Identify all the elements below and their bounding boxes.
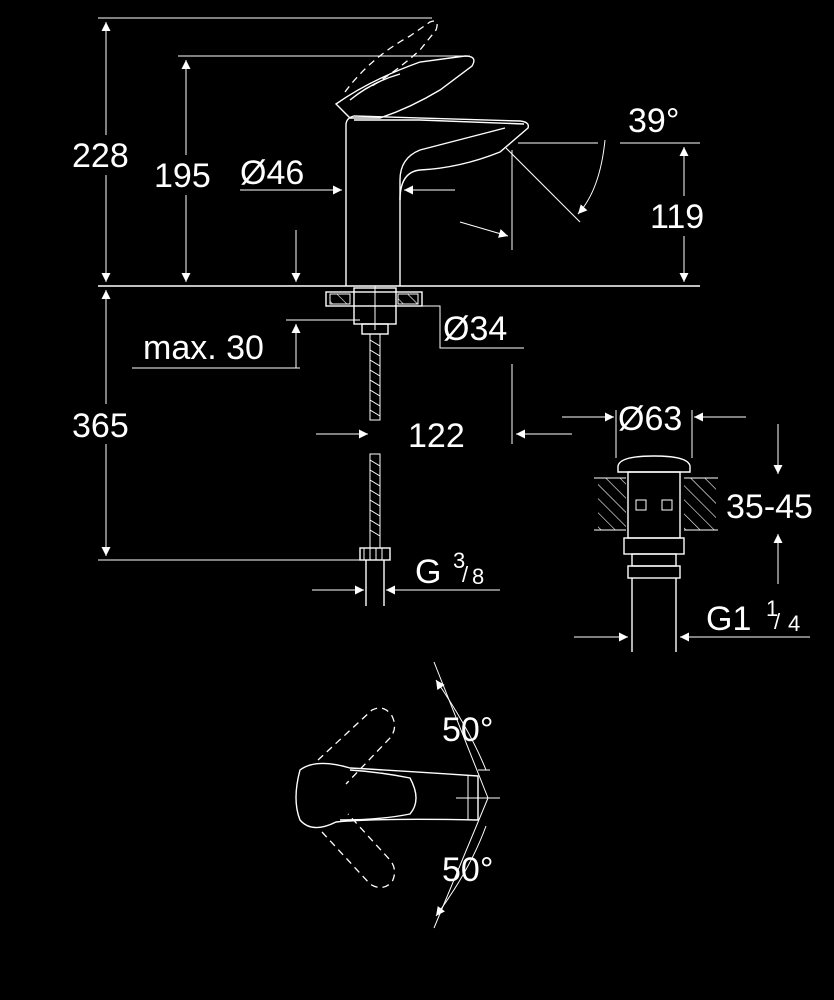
label-228: 228 <box>72 137 129 175</box>
fraction-slash: / <box>462 562 469 587</box>
dimension-195: 195 <box>150 55 470 282</box>
dimension-mount-hole: Ø34 <box>422 305 524 349</box>
dimension-122: 122 <box>316 364 572 455</box>
waste-valve <box>594 455 718 652</box>
label-50-deg-bottom: 50° <box>442 851 493 889</box>
dimension-365: 365 <box>68 290 362 561</box>
label-122: 122 <box>408 417 465 455</box>
label-d63: Ø63 <box>618 400 682 438</box>
label-d46: Ø46 <box>240 154 304 192</box>
fraction-slash-2: / <box>774 609 781 634</box>
dimension-max-30: max. 30 <box>132 230 360 369</box>
label-d34: Ø34 <box>443 310 507 348</box>
label-g: G <box>415 553 441 591</box>
dimension-228: 228 <box>68 17 432 282</box>
label-g-den: 8 <box>472 564 484 589</box>
dimension-body-diameter: Ø46 <box>240 154 455 195</box>
dimension-connection: G 3 / 8 <box>312 548 500 595</box>
mounting-assembly <box>325 286 423 335</box>
label-g1-num: 1 <box>766 596 778 621</box>
label-g1: G1 <box>706 600 751 638</box>
dimension-waste-thread: G1 1 / 4 <box>574 596 810 642</box>
dimension-spout-angle: 39° <box>459 102 700 250</box>
supply-hose <box>359 333 391 606</box>
label-195: 195 <box>154 157 211 195</box>
label-g-num: 3 <box>453 548 465 573</box>
label-g1-den: 4 <box>788 611 800 636</box>
faucet-top-view: 50° 50° <box>295 661 500 929</box>
label-119: 119 <box>650 198 704 236</box>
label-35-45: 35-45 <box>726 488 813 526</box>
label-365: 365 <box>72 407 129 445</box>
faucet-body-side <box>334 20 530 286</box>
dimension-119: 119 <box>648 147 720 282</box>
label-39-deg: 39° <box>628 102 679 140</box>
dimension-35-45: 35-45 <box>720 424 830 584</box>
dimension-waste-diameter: Ø63 <box>562 400 746 458</box>
label-50-deg-top: 50° <box>442 711 493 749</box>
label-max-30: max. 30 <box>143 329 264 367</box>
